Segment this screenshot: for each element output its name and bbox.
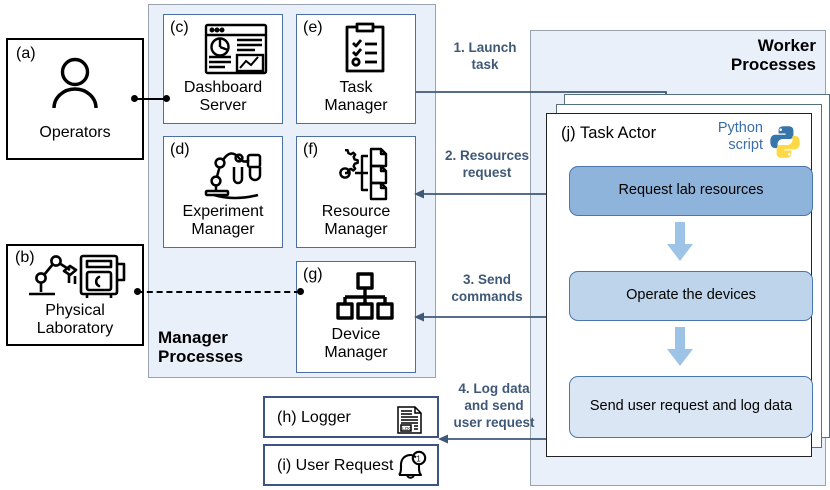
- connector-lab-device-manager: [137, 291, 300, 293]
- connector-dot-lab: [134, 288, 141, 295]
- node-label-experiment-manager: Experiment Manager: [182, 203, 264, 238]
- arrow-label-3: 3. Send commands: [451, 272, 523, 304]
- node-task-actor[interactable]: (j) Task Actor Python script Request lab…: [546, 113, 813, 457]
- node-experiment-manager[interactable]: (d) Experiment Manager: [163, 136, 283, 248]
- robot-pipette-icon: [198, 145, 270, 201]
- node-label-user-request: User Request: [295, 457, 394, 474]
- node-tag-j: (j): [561, 124, 576, 142]
- clipboard-checklist-icon: [341, 21, 389, 77]
- node-label-dashboard-server: Dashboard Server: [183, 79, 263, 114]
- python-script-label: Python script: [717, 120, 763, 153]
- user-icon: [47, 56, 103, 110]
- step-send-user-request-and-log-data[interactable]: Send user request and log data: [569, 376, 813, 438]
- arrow-label-1: 1. Launch task: [453, 40, 517, 72]
- node-resource-manager[interactable]: (f) Resource Manager: [296, 136, 416, 248]
- step-request-lab-resources[interactable]: Request lab resources: [569, 166, 813, 216]
- connector-operators-dashboard: [134, 98, 168, 100]
- robot-arm-furnace-icon: [23, 252, 127, 298]
- node-tag-b: (b): [15, 249, 35, 266]
- node-label-task-manager: Task Manager: [324, 79, 388, 114]
- node-logger[interactable]: (h) Logger LOG: [263, 396, 439, 438]
- log-document-icon: LOG: [395, 404, 427, 435]
- network-tree-icon: [335, 272, 395, 322]
- node-label-task-actor: Task Actor: [579, 124, 657, 142]
- manager-processes-title: Manager Processes: [158, 328, 244, 367]
- node-task-manager[interactable]: (e) Task Manager: [296, 14, 416, 124]
- node-operators[interactable]: (a) Operators: [6, 38, 144, 160]
- svg-text:1: 1: [416, 454, 421, 463]
- connector-dot-left: [131, 95, 138, 102]
- gear-files-icon: [331, 147, 403, 201]
- flow-arrow-1-icon: [665, 222, 695, 262]
- python-logo-icon: [767, 124, 803, 160]
- svg-text:LOG: LOG: [402, 426, 412, 431]
- node-tag-i: (i): [277, 457, 292, 474]
- node-label-device-manager: Device Manager: [324, 326, 388, 361]
- node-label-operators: Operators: [39, 124, 111, 141]
- dashboard-icon: [204, 23, 268, 75]
- node-tag-f: (f): [303, 141, 319, 158]
- node-label-resource-manager: Resource Manager: [321, 203, 391, 238]
- step-operate-the-devices[interactable]: Operate the devices: [569, 271, 813, 321]
- node-label-logger: Logger: [301, 409, 351, 426]
- node-device-manager[interactable]: (g) Device Manager: [296, 261, 416, 373]
- node-physical-laboratory[interactable]: (b) Physical Laboratory: [6, 244, 144, 346]
- arrow-label-4: 4. Log data and send user request: [453, 381, 535, 430]
- flow-arrow-2-icon: [665, 327, 695, 367]
- connector-dot-right: [163, 95, 170, 102]
- connector-dot-device: [297, 288, 304, 295]
- node-user-request[interactable]: (i) User Request 1: [263, 444, 439, 486]
- node-tag-d: (d): [170, 141, 190, 158]
- node-tag-h: (h): [277, 409, 297, 426]
- node-tag-a: (a): [16, 45, 36, 62]
- arrow-label-2: 2. Resources request: [444, 148, 530, 180]
- node-tag-e: (e): [303, 19, 323, 36]
- worker-processes-title: Worker Processes: [730, 36, 816, 75]
- node-tag-c: (c): [170, 19, 189, 36]
- node-dashboard-server[interactable]: (c) Dashboard Server: [163, 14, 283, 124]
- node-tag-g: (g): [303, 266, 323, 283]
- node-label-physical-laboratory: Physical Laboratory: [36, 302, 114, 337]
- bell-notification-icon: 1: [393, 450, 429, 483]
